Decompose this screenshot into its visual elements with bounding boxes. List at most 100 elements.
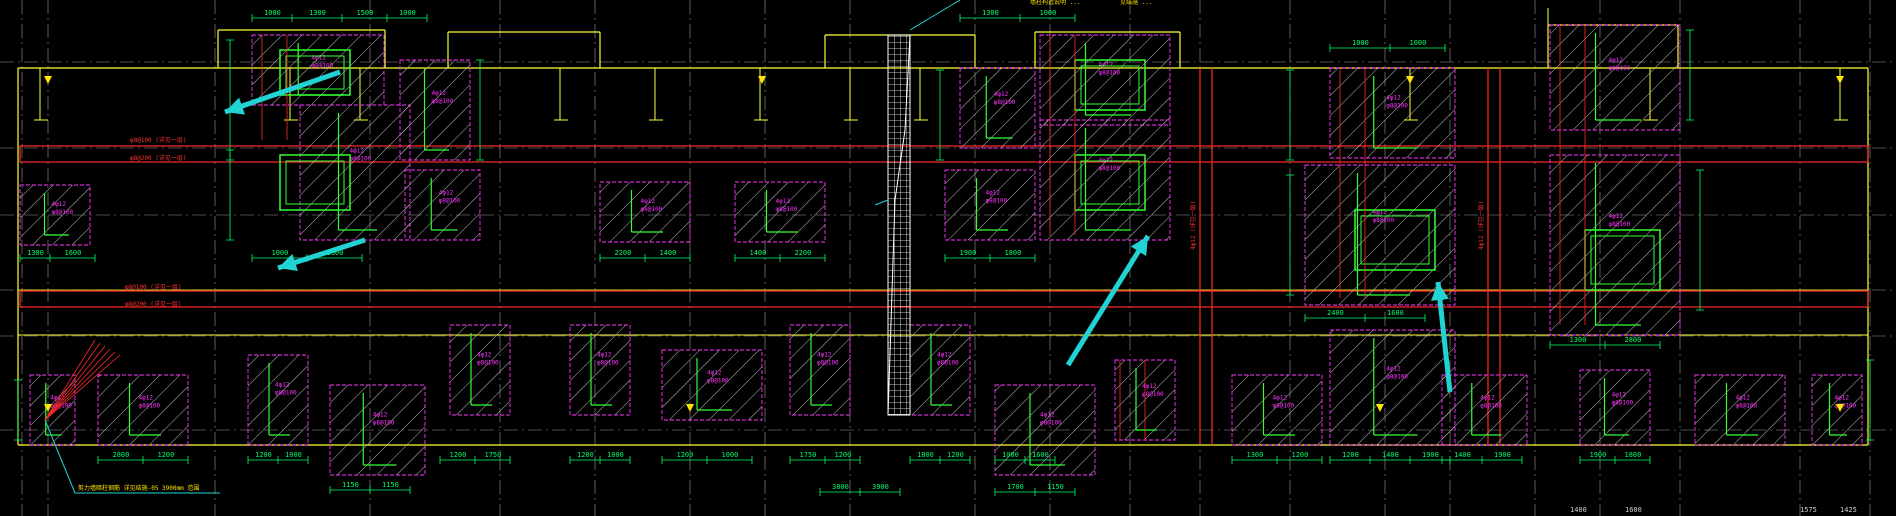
column-label: 4φ12: [1480, 395, 1495, 402]
beam-label: φ8@100 (详见一层): [130, 136, 187, 144]
marker: [1406, 76, 1414, 84]
column-label: φ8@100: [1373, 217, 1395, 224]
column-label: φ8@100: [52, 209, 74, 216]
lower-dim-f-label: 1750: [800, 451, 817, 459]
beam-label: φ8@200 (详见一层): [130, 154, 187, 162]
column-label: φ8@100: [439, 198, 461, 205]
upper-dim-e-label: 1800: [1005, 249, 1022, 257]
column-28: [1441, 374, 1528, 446]
bottom-dim-c-label: 1700: [1007, 483, 1024, 491]
column-label: φ8@100: [1612, 399, 1634, 406]
upper-dim-a-label: 1300: [27, 249, 44, 257]
column-16: [97, 374, 189, 446]
lower-dim-a-label: 2800: [113, 451, 130, 459]
top-note: 墙柱构造说明 ...: [1030, 0, 1080, 6]
column-3: [404, 169, 481, 241]
column-label: φ8@100: [275, 390, 297, 397]
column-label: 4φ12: [1273, 395, 1288, 402]
lower-dim-j-label: 1400: [1382, 451, 1399, 459]
column-label: 4φ12: [994, 91, 1009, 98]
bottom-dim-b-label: 3800: [832, 483, 849, 491]
column-label: φ8@100: [432, 98, 454, 105]
mesh-outline: [887, 34, 911, 416]
bottom-dim-a-label: 1150: [382, 481, 399, 489]
column-17: [247, 354, 309, 446]
column-label: φ8@100: [1480, 403, 1502, 410]
beam-band-upper: [19, 145, 1869, 163]
beam-label-vertical: 4φ12 (详见一层): [1189, 201, 1197, 250]
column-label: 4φ12: [52, 201, 67, 208]
column-26: [1231, 374, 1323, 446]
column-2: [399, 59, 471, 161]
column-label: 4φ12: [1736, 395, 1751, 402]
column-label: φ8@100: [311, 63, 333, 70]
upper-dim-g-label: 2800: [1625, 336, 1642, 344]
arrow-4: [1435, 281, 1453, 393]
marker: [686, 404, 694, 412]
callout-fan: [44, 348, 111, 421]
lower-dim-d-label: 1200: [577, 451, 594, 459]
column-label: φ8@100: [937, 360, 959, 367]
beam-label: φ8@100 (详见一层): [125, 283, 182, 291]
upper-dim-d-label: 1400: [750, 249, 767, 257]
column-label: φ8@100: [1609, 65, 1631, 72]
lower-dim-e-label: 1200: [677, 451, 694, 459]
top-note: 见结施 ...: [1120, 0, 1152, 6]
column-label: φ8@100: [1386, 373, 1408, 380]
column-label: φ8@100: [1273, 403, 1295, 410]
column-label: φ8@100: [776, 206, 798, 213]
column-label: 4φ12: [350, 147, 365, 154]
lower-dim-d-label: 1000: [607, 451, 624, 459]
top-dim-left-label: 1500: [357, 9, 374, 17]
column-label: 4φ12: [776, 198, 791, 205]
upper-dim-c-label: 2200: [615, 249, 632, 257]
lower-dim-i-label: 1300: [1247, 451, 1264, 459]
column-24: [994, 384, 1096, 476]
column-label: φ8@100: [373, 420, 395, 427]
bottom-dim-b-label: 3900: [872, 483, 889, 491]
upper-dim-c-label: 1400: [660, 249, 677, 257]
upper-dim-a-label: 1600: [65, 249, 82, 257]
column-core-box-inner: [1360, 215, 1430, 265]
column-27: [1329, 329, 1456, 446]
column-core-box-inner: [1080, 160, 1140, 205]
column-label: 4φ12: [1386, 95, 1401, 102]
column-label: 4φ12: [1142, 383, 1157, 390]
lower-dim-l-label: 1800: [1625, 451, 1642, 459]
bottom-dim-c-label: 1150: [1047, 483, 1064, 491]
marker: [1376, 404, 1384, 412]
top-dim-right-label: 1000: [1352, 39, 1369, 47]
lower-dim-a-label: 1200: [158, 451, 175, 459]
lower-dim-g-label: 1200: [947, 451, 964, 459]
column-label: 4φ12: [707, 370, 722, 377]
column-20: [569, 324, 631, 416]
column-31: [1811, 374, 1863, 446]
hatched-columns: 4φ12φ8@1004φ12φ8@1004φ12φ8@1004φ12φ8@100…: [19, 24, 1863, 476]
column-label: φ8@100: [477, 360, 499, 367]
column-8: [959, 67, 1036, 149]
column-label: φ8@100: [1609, 221, 1631, 228]
lower-dim-h-label: 1600: [1032, 451, 1049, 459]
column-14: [1549, 154, 1681, 336]
column-core-box: [279, 154, 351, 211]
top-dim-left-label: 1000: [399, 9, 416, 17]
scale-mark: 1400: [1570, 506, 1587, 514]
callout-fan: [44, 339, 96, 421]
column-label: 4φ12: [1609, 213, 1624, 220]
lower-dim-c-label: 1200: [450, 451, 467, 459]
beam-label-vertical: 4φ12 (详见一层): [1477, 201, 1485, 250]
column-label: 4φ12: [937, 352, 952, 359]
top-dim-mid-label: 1300: [982, 9, 999, 17]
top-dim-mid-label: 1000: [1040, 9, 1057, 17]
upper-dim-g-label: 1300: [1570, 336, 1587, 344]
column-1: [299, 104, 411, 241]
column-label: 4φ12: [597, 352, 612, 359]
column-label: 4φ12: [641, 198, 656, 205]
mesh-leader: [874, 199, 889, 206]
column-label: φ8@100: [139, 403, 161, 410]
scale-mark: 1425: [1840, 506, 1857, 514]
lower-dim-f-label: 1200: [835, 451, 852, 459]
column-core-box-inner: [285, 160, 345, 205]
